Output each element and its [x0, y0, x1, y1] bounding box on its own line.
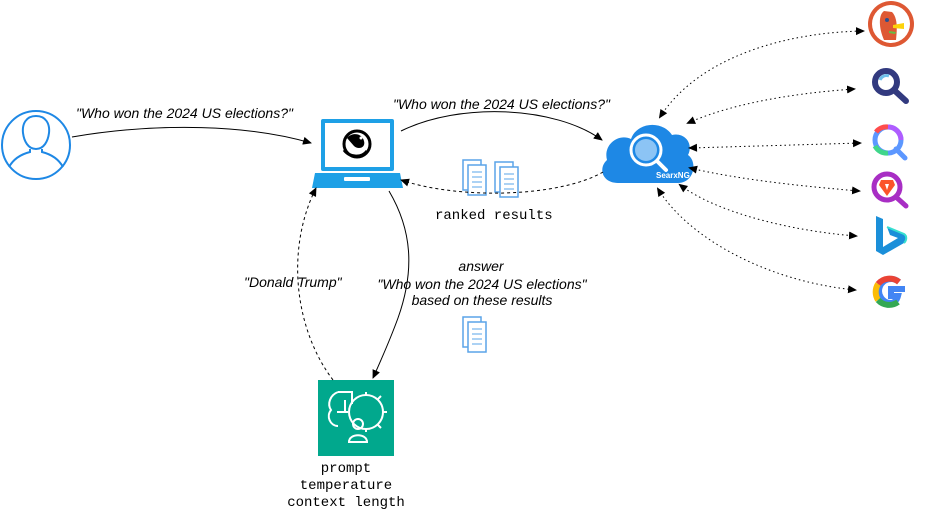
qwant-icon — [872, 124, 908, 161]
user-query-label: "Who won the 2024 US elections?" — [76, 105, 294, 121]
app-logo-icon — [342, 129, 372, 159]
llm-param-prompt: prompt — [321, 461, 371, 477]
laptop-icon — [312, 119, 403, 188]
answer-label-line2: "Who won the 2024 US elections" — [377, 276, 587, 292]
ranked-results-label: ranked results — [435, 208, 553, 224]
forwarded-query-label: "Who won the 2024 US elections?" — [393, 96, 611, 112]
edge-searxng-qwant — [688, 139, 862, 152]
edge-laptop-to-llm — [372, 190, 410, 379]
edge-searxng-magnifier-engine — [686, 85, 856, 124]
edge-searxng-bing — [678, 183, 858, 240]
edge-llm-to-laptop — [297, 187, 334, 381]
searxng-label: SearxNG — [656, 171, 690, 180]
edge-searxng-duckduckgo — [658, 27, 865, 119]
brave-search-icon — [871, 171, 909, 209]
llm-param-context-length: context length — [287, 495, 405, 511]
edge-searxng-to-laptop — [400, 171, 604, 194]
llm-model-icon — [318, 380, 394, 456]
edge-searxng-google — [656, 187, 857, 294]
answer-label-line3: based on these results — [412, 292, 553, 308]
ranked-results-docs-icon — [462, 159, 519, 198]
answer-label-line1: answer — [458, 258, 504, 274]
duckduckgo-icon — [868, 1, 914, 47]
edge-laptop-to-searxng — [400, 111, 603, 141]
magnifier-engine-icon — [872, 68, 909, 104]
edge-user-to-laptop — [71, 126, 312, 145]
searxng-cloud-icon: SearxNG — [602, 124, 694, 183]
edge-searxng-brave — [688, 165, 861, 195]
bing-icon — [876, 216, 908, 255]
answer-docs-icon — [462, 316, 487, 353]
llm-answer-label: "Donald Trump" — [244, 274, 343, 290]
llm-param-temperature: temperature — [300, 478, 392, 494]
user-icon — [1, 110, 71, 180]
google-icon — [872, 275, 905, 308]
